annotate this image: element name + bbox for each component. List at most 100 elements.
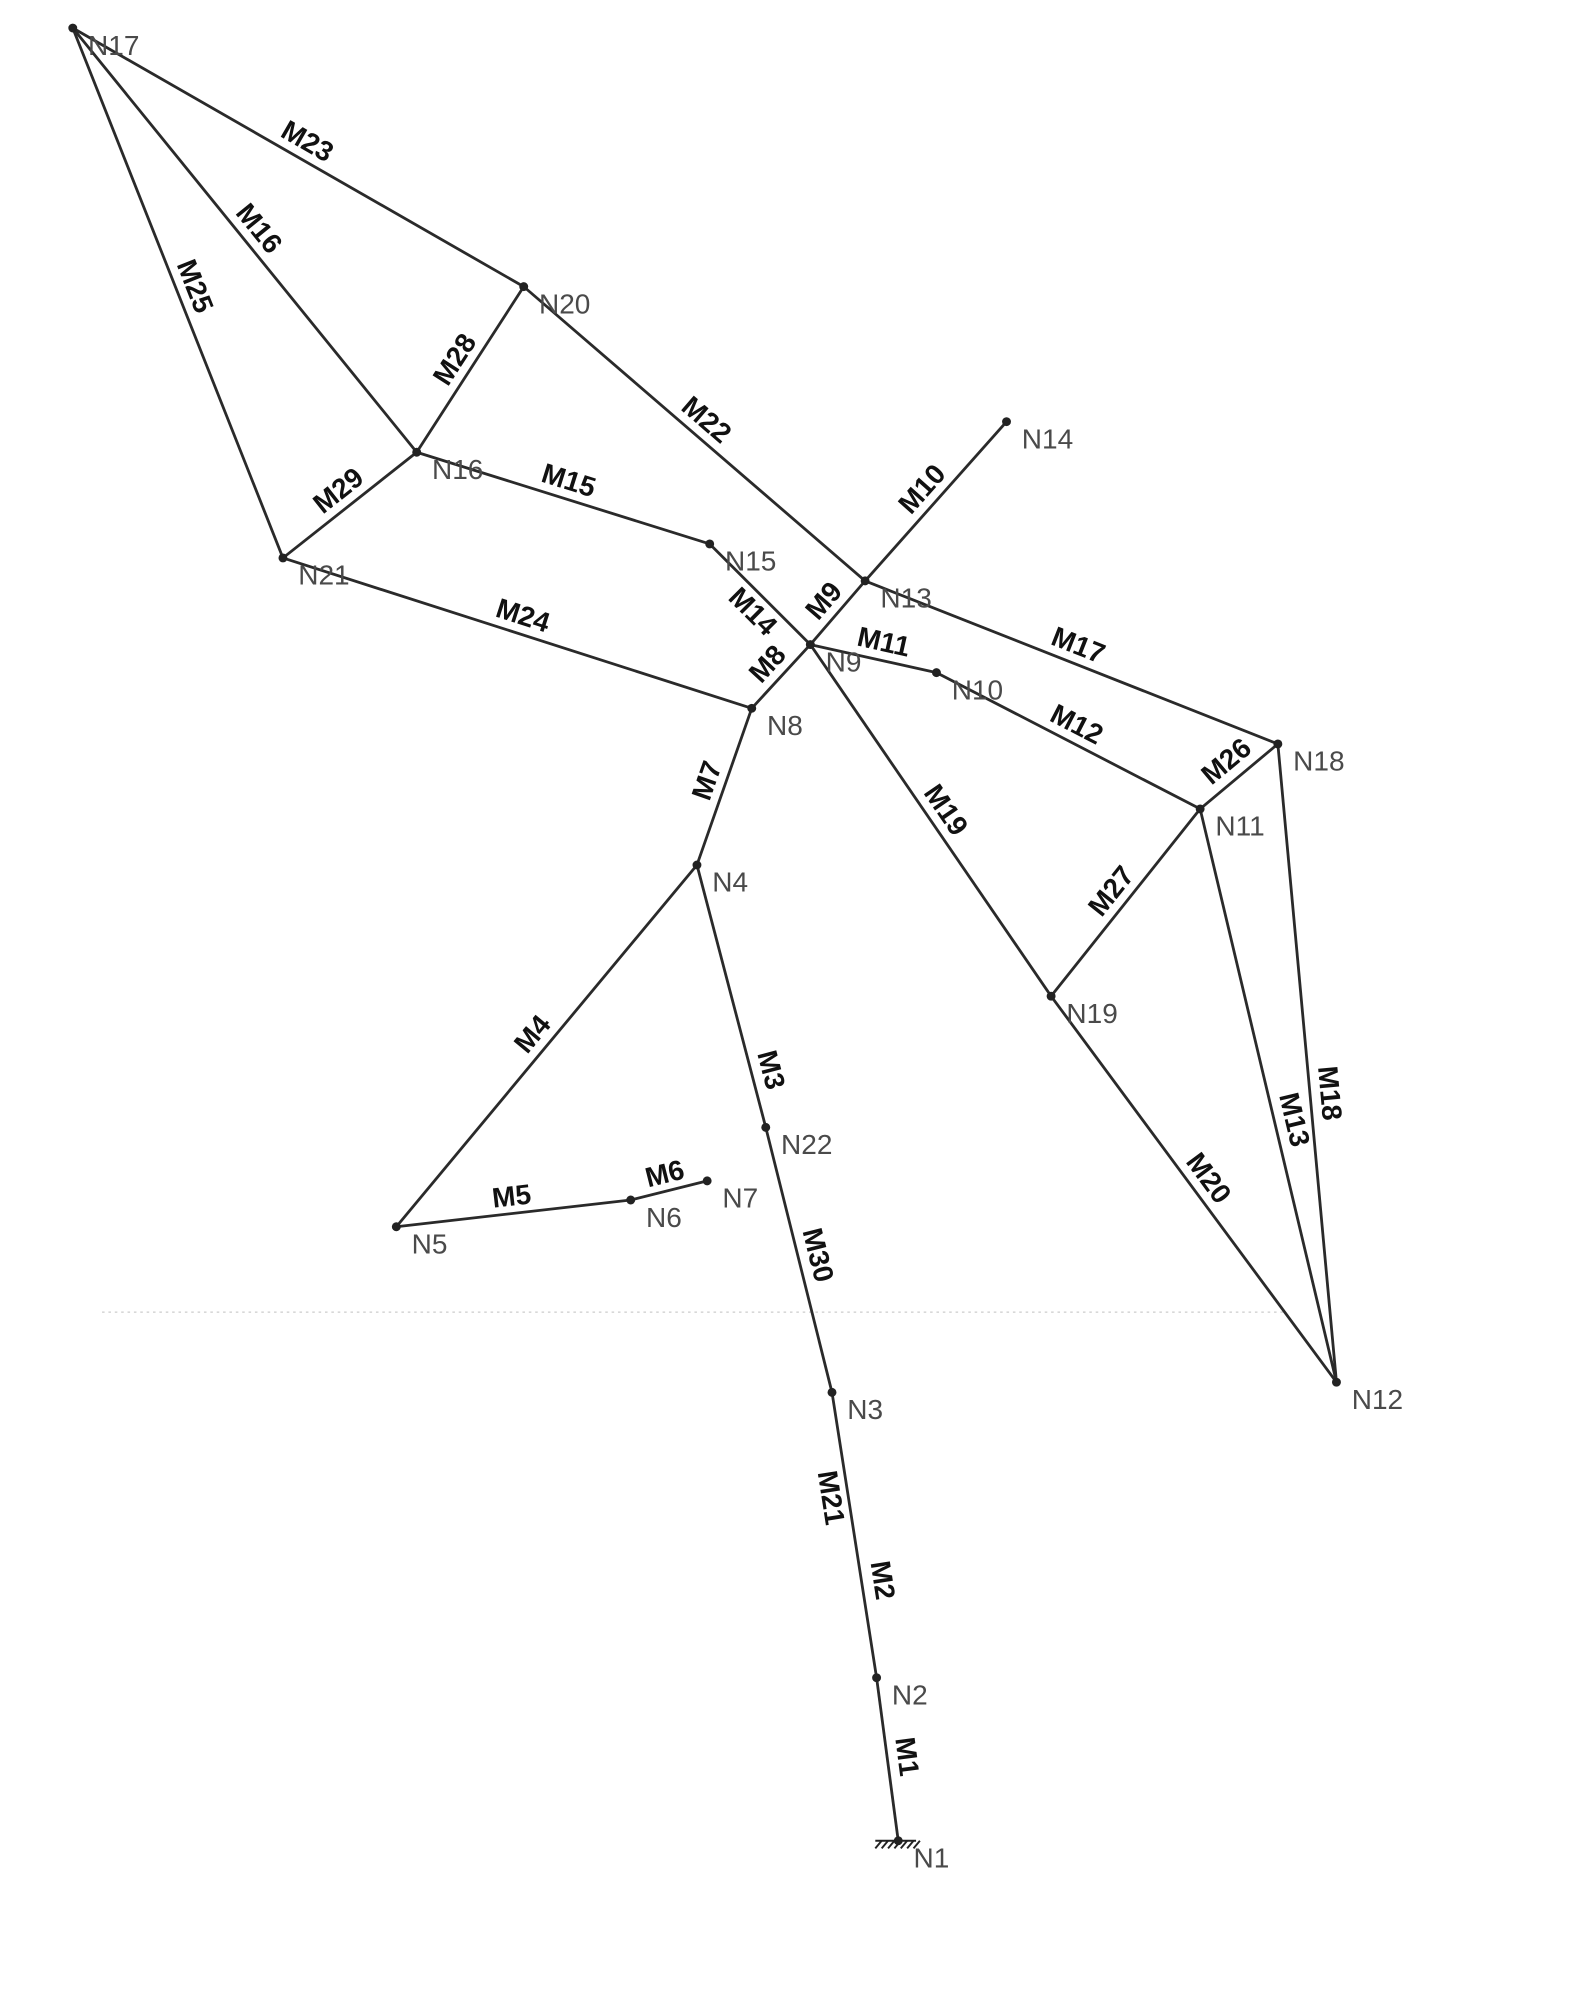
nodes-layer: N1N2N3N4N5N6N7N8N9N10N11N12N13N14N15N16N… (68, 23, 1403, 1874)
node-n4 (692, 860, 702, 870)
node-label-n3: N3 (847, 1394, 883, 1425)
member-n4-n8 (695, 707, 754, 866)
node-n13 (860, 576, 870, 586)
member-n16-n21 (282, 451, 418, 560)
member-label-m3: M3 (751, 1047, 791, 1093)
member-label-m24: M24 (492, 592, 554, 638)
support-hatch-line (874, 1840, 883, 1850)
node-label-n12: N12 (1352, 1384, 1403, 1415)
node-label-n9: N9 (826, 646, 862, 677)
member-label-m5: M5 (490, 1179, 532, 1214)
node-label-n15: N15 (725, 546, 776, 577)
node-label-n16: N16 (432, 454, 483, 485)
member-n22-n3 (764, 1127, 834, 1393)
member-label-m26: M26 (1195, 732, 1257, 791)
node-n1 (893, 1836, 903, 1846)
member-label-m23: M23 (276, 114, 339, 168)
member-n4-n5 (395, 864, 699, 1228)
member-label-m17: M17 (1047, 621, 1109, 670)
member-label-m28: M28 (427, 328, 483, 391)
node-label-n21: N21 (298, 560, 349, 591)
node-label-n8: N8 (767, 710, 803, 741)
node-label-n4: N4 (712, 867, 748, 898)
member-n12-n19 (1049, 995, 1338, 1383)
node-n14 (1002, 417, 1011, 427)
member-n11-n19 (1050, 808, 1202, 998)
member-n13-n9 (809, 579, 867, 646)
member-label-m29: M29 (307, 461, 369, 519)
member-n13-n18 (864, 579, 1279, 746)
member-n22-n4 (695, 864, 768, 1128)
node-n10 (931, 668, 941, 678)
member-n15-n16 (416, 450, 711, 546)
node-label-n20: N20 (539, 288, 590, 319)
member-label-m9: M9 (799, 576, 848, 626)
node-label-n2: N2 (892, 1679, 928, 1710)
member-n11-n12 (1198, 808, 1338, 1383)
member-label-m1: M1 (889, 1735, 925, 1778)
member-n8-n9 (750, 643, 812, 710)
support-hatch-line (880, 1840, 889, 1850)
member-label-m15: M15 (538, 457, 599, 503)
member-n19-n9 (809, 643, 1053, 997)
member-label-m27: M27 (1082, 860, 1140, 922)
member-label-m18: M18 (1312, 1065, 1348, 1122)
node-label-n13: N13 (880, 583, 931, 614)
support-hatch-line (887, 1840, 896, 1850)
member-n13-n20 (522, 285, 867, 582)
node-label-n18: N18 (1293, 746, 1344, 777)
support-hatch-line (912, 1840, 921, 1850)
member-n10-n11 (935, 671, 1201, 811)
member-label-m8: M8 (743, 639, 792, 689)
members-layer (71, 26, 1338, 1841)
node-n12 (1331, 1377, 1341, 1387)
member-n10-n9 (810, 643, 937, 674)
node-label-n17: N17 (88, 30, 139, 61)
node-label-n1: N1 (914, 1843, 950, 1874)
member-n12-n18 (1276, 743, 1338, 1383)
node-n17 (68, 23, 78, 33)
member-n21-n8 (282, 556, 753, 710)
node-n11 (1195, 804, 1205, 814)
member-n15-n9 (708, 542, 812, 646)
member-labels-layer: M1M2M21M3M30M4M5M6M7M8M9M10M11M12M13M14M… (171, 114, 1348, 1778)
member-n17-n20 (72, 26, 525, 288)
node-n16 (412, 447, 422, 457)
node-n15 (705, 539, 715, 549)
node-n7 (702, 1176, 712, 1186)
member-label-m20: M20 (1180, 1147, 1237, 1209)
node-n6 (626, 1195, 636, 1205)
node-n2 (872, 1673, 882, 1683)
node-label-n11: N11 (1215, 811, 1264, 842)
node-n21 (278, 553, 288, 563)
member-n5-n6 (396, 1198, 631, 1229)
node-n3 (827, 1387, 837, 1397)
member-label-m10: M10 (892, 458, 951, 519)
node-label-n14: N14 (1022, 423, 1073, 454)
member-label-m19: M19 (918, 779, 974, 841)
support-hatch-line (906, 1840, 915, 1850)
node-label-n5: N5 (412, 1229, 448, 1260)
member-n17-n21 (71, 27, 285, 559)
node-n5 (391, 1222, 401, 1232)
node-n9 (805, 640, 815, 650)
node-n18 (1273, 739, 1283, 749)
member-n16-n20 (415, 285, 525, 453)
node-label-n19: N19 (1066, 998, 1117, 1029)
node-label-n6: N6 (646, 1202, 682, 1233)
node-label-n7: N7 (722, 1183, 758, 1214)
member-n13-n14 (864, 420, 1008, 582)
node-n19 (1046, 991, 1056, 1001)
node-n8 (747, 703, 757, 713)
member-n16-n17 (71, 27, 418, 454)
support-hatch-line (900, 1840, 908, 1850)
node-n22 (761, 1122, 771, 1132)
member-label-m16: M16 (230, 197, 288, 259)
node-n20 (519, 282, 529, 292)
member-label-m14: M14 (723, 581, 784, 642)
member-n6-n7 (630, 1179, 708, 1202)
member-n2-n3 (830, 1392, 878, 1678)
member-label-m22: M22 (676, 390, 738, 449)
